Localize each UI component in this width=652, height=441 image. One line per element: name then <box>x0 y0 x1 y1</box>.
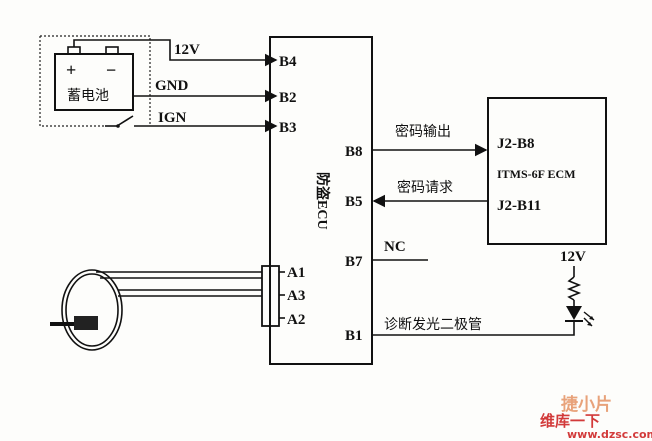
pin-b1: B1 <box>345 328 363 344</box>
pin-a3: A3 <box>287 288 305 304</box>
battery-minus: − <box>106 60 116 80</box>
watermark-badge: 捷小片 <box>561 394 612 415</box>
wire-ign-label: IGN <box>158 110 187 126</box>
diagnostic-led-icon <box>565 306 595 327</box>
watermark-site: www.dzsc.com <box>567 428 652 441</box>
ecm-pin-top: J2-B8 <box>497 136 535 152</box>
ignition-switch <box>105 115 134 128</box>
led-supply-label: 12V <box>560 249 586 265</box>
ecu-name: 防盗ECU <box>314 172 331 230</box>
watermark-slogan: 维库一下 <box>540 412 600 430</box>
watermark: 捷小片 维库一下 www.dzsc.com <box>540 394 652 441</box>
pin-a2: A2 <box>287 312 305 328</box>
ecm-pin-bottom: J2-B11 <box>497 198 541 214</box>
led-resistor <box>566 266 582 306</box>
pin-b7: B7 <box>345 254 363 270</box>
wire-nc-label: NC <box>384 239 406 255</box>
key-icon <box>50 316 98 330</box>
transponder-coil <box>61 265 285 351</box>
pin-b8: B8 <box>345 144 363 160</box>
battery: + − 蓄电池 <box>54 46 134 111</box>
battery-plus: + <box>66 60 76 80</box>
pin-b4: B4 <box>279 54 297 70</box>
ecm-name: ITMS-6F ECM <box>497 167 576 181</box>
wire-diag-led <box>372 322 575 336</box>
ecm-box <box>487 97 607 245</box>
wire-12v-label: 12V <box>174 42 200 58</box>
pin-a1: A1 <box>287 265 305 281</box>
pin-b2: B2 <box>279 90 297 106</box>
wire-gnd-label: GND <box>155 78 189 94</box>
pin-b3: B3 <box>279 120 297 136</box>
wire-code-req-label: 密码请求 <box>397 179 453 196</box>
wire-diag-led-label: 诊断发光二极管 <box>384 317 482 333</box>
pin-b5: B5 <box>345 194 363 210</box>
ecu-box <box>269 36 373 365</box>
battery-label: 蓄电池 <box>67 88 109 104</box>
wire-12v <box>73 39 278 67</box>
wire-code-out-label: 密码输出 <box>395 123 451 140</box>
